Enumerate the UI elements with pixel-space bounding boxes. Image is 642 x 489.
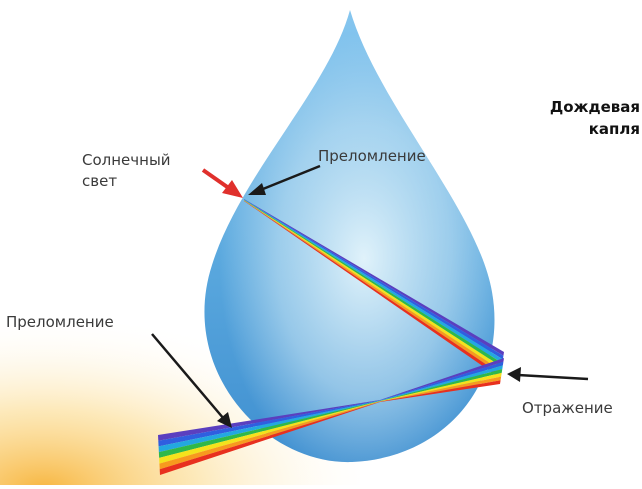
- title-line-1: Дождевая: [550, 96, 640, 118]
- sunlight-arrow: [203, 170, 243, 198]
- sunlight-label-line-1: Солнечный: [82, 150, 171, 171]
- reflection-pointer: [507, 367, 588, 382]
- raindrop-highlight: [204, 10, 494, 462]
- diagram-title: Дождевая капля: [550, 96, 640, 140]
- refraction-top-label: Преломление: [318, 146, 426, 167]
- sunlight-label: Солнечный свет: [82, 150, 171, 192]
- reflection-label: Отражение: [522, 398, 613, 419]
- refraction-bottom-label: Преломление: [6, 312, 114, 333]
- title-line-2: капля: [550, 118, 640, 140]
- sunlight-label-line-2: свет: [82, 171, 171, 192]
